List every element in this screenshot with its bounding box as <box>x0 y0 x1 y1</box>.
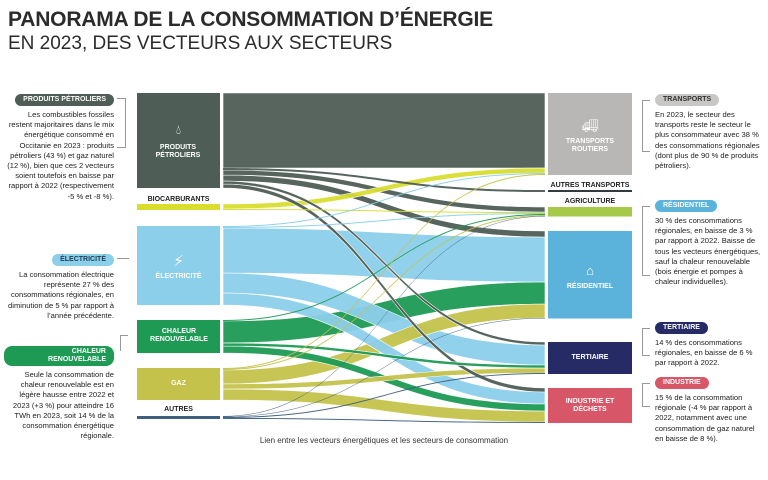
node-label-pp: PRODUITS PÉTROLIERS <box>155 144 201 159</box>
caption: Lien entre les vecteurs énergétiques et … <box>259 436 509 445</box>
tag-tr: TRANSPORTS <box>655 94 720 106</box>
text-res: 30 % des consommations régionales, en ba… <box>655 216 761 287</box>
lightning-icon: ⚡︎ <box>173 253 184 270</box>
link-aut-res <box>223 318 545 417</box>
annotation-ind: INDUSTRIE 15 % de la consommation région… <box>655 377 765 444</box>
link-chal-agri <box>223 214 545 321</box>
title-line-1: PANORAMA DE LA CONSOMMATION D’ÉNERGIE <box>8 8 493 31</box>
node-label-ind: INDUSTRIE ET DÉCHETS <box>565 398 615 413</box>
node-at <box>548 190 632 192</box>
link-pp-tert <box>222 180 546 346</box>
link-aut-ind <box>223 418 545 423</box>
node-label-at: AUTRES TRANSPORTS <box>550 182 630 189</box>
text-tert: 14 % des consommations régionales, en ba… <box>655 338 753 368</box>
link-bio-agri <box>223 209 545 213</box>
annotation-pp: PRODUITS PÉTROLIERS Les combustibles fos… <box>4 94 114 202</box>
node-aut <box>137 416 220 419</box>
text-pp: Les combustibles fossiles restent majori… <box>7 110 114 201</box>
bracket-tert <box>642 328 650 356</box>
tag-ind: INDUSTRIE <box>655 377 709 389</box>
node-elec <box>137 226 220 305</box>
node-label-tert: TERTIAIRE <box>571 354 609 361</box>
node-ind <box>548 388 632 423</box>
link-pp-tr <box>222 92 546 169</box>
oil-drop-icon: 💧︎ <box>175 122 182 137</box>
node-label-bio: BIOCARBURANTS <box>147 196 210 203</box>
text-ind: 15 % de la consommation régionale (-4 % … <box>655 393 755 443</box>
node-label-res: RÉSIDENTIEL <box>566 283 614 290</box>
tag-res: RÉSIDENTIEL <box>655 200 718 212</box>
node-label-aut: AUTRES <box>164 406 193 413</box>
annotation-tr: TRANSPORTS En 2023, le secteur des trans… <box>655 94 765 171</box>
link-pp-res <box>222 174 546 238</box>
link-pp-at <box>223 168 545 192</box>
bracket-ind <box>642 383 650 407</box>
tag-elec: ÉLECTRICITÉ <box>52 254 114 266</box>
text-elec: La consommation électrique représente 27… <box>8 270 114 320</box>
bracket-pp <box>117 98 126 148</box>
node-tr <box>548 93 632 175</box>
bracket-tr <box>642 100 650 152</box>
link-elec-tr <box>223 173 545 227</box>
node-bio <box>137 204 220 210</box>
link-chal-tert <box>222 342 546 369</box>
link-gaz-tr <box>223 174 545 369</box>
link-elec-agri <box>223 213 545 228</box>
node-gaz <box>137 368 220 400</box>
node-label-gaz: GAZ <box>171 380 186 387</box>
title-line-2: EN 2023, DES VECTEURS AUX SECTEURS <box>8 33 393 54</box>
node-label-agri: AGRICULTURE <box>564 198 616 205</box>
node-label-chal: CHALEUR RENOUVELABLE <box>150 328 208 343</box>
truck-icon: 🚚︎ <box>581 118 599 133</box>
link-elec-res <box>222 227 546 283</box>
node-pp <box>137 93 220 188</box>
node-agri <box>548 207 632 217</box>
node-tert <box>548 342 632 374</box>
tag-chal: CHALEUR RENOUVELABLE <box>4 346 114 366</box>
link-gaz-agri <box>223 215 545 370</box>
bracket-res <box>642 206 650 276</box>
node-label-elec: ÉLECTRICITÉ <box>155 273 202 280</box>
annotation-chal: CHALEUR RENOUVELABLE Seule la consommati… <box>4 346 114 441</box>
bracket-chal <box>120 335 128 351</box>
link-pp-ind <box>222 183 546 393</box>
text-tr: En 2023, le secteur des transports reste… <box>655 110 760 171</box>
node-label-tr: TRANSPORTS ROUTIERS <box>565 138 615 153</box>
annotation-res: RÉSIDENTIEL 30 % des consommations régio… <box>655 200 765 287</box>
tag-tert: TERTIAIRE <box>655 322 708 334</box>
text-chal: Seule la consommation de chaleur renouve… <box>12 370 114 441</box>
annotation-tert: TERTIAIRE 14 % des consommations régiona… <box>655 322 765 369</box>
house-icon: ⌂ <box>586 263 594 278</box>
node-chal <box>137 320 220 353</box>
link-aut-agri <box>223 216 545 417</box>
node-res <box>548 231 632 319</box>
annotation-elec: ÉLECTRICITÉ La consommation électrique r… <box>4 254 114 321</box>
bracket-elec <box>117 258 129 259</box>
tag-pp: PRODUITS PÉTROLIERS <box>15 94 114 106</box>
link-aut-tert <box>223 373 545 418</box>
